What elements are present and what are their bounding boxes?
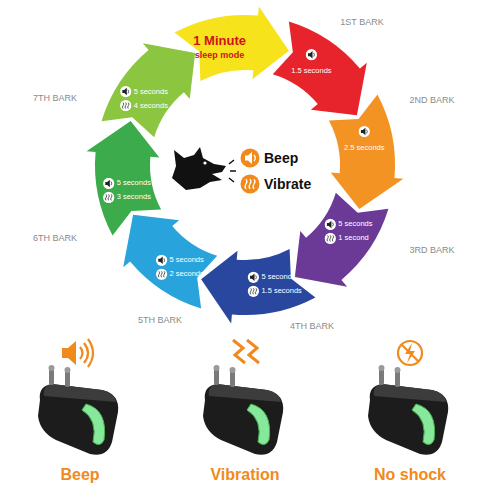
collar-vibration [203,340,283,455]
arrow-shape [87,121,162,235]
beep-icon [120,86,131,97]
vibrate-icon [325,233,336,244]
beep-icon [359,126,370,137]
bark-heading: 6TH BARK [33,234,77,243]
beep-icon [103,178,114,189]
cycle-arrow: 2ND BARK2.5 seconds [326,92,406,211]
bark-heading: 7TH BARK [33,94,77,103]
collar-no-shock [368,341,448,455]
duration-text: 5 seconds [170,257,204,265]
duration-text: 3 seconds [117,194,151,202]
dog-head-icon [172,147,236,190]
beep-icon [325,219,336,230]
cycle-arrow: 5TH BARK5 seconds2 seconds [121,212,220,311]
bark-heading: 3RD BARK [409,246,454,255]
cycle-arrow: 6TH BARK5 seconds3 seconds [84,119,164,238]
legend-text: Vibrate [264,177,311,191]
cycle-arrow: 7TH BARK5 seconds4 seconds [99,41,198,140]
arrow-outline [84,119,164,238]
sleep-mode-text: 1 Minute [193,34,246,47]
mode-label: Vibration [210,467,279,483]
beep-icon [156,255,167,266]
vibrate-icon [156,269,167,280]
legend-text: Beep [264,151,298,165]
duration-text: 1 second [338,235,368,243]
bark-heading: 4TH BARK [290,322,334,331]
duration-text: 4 seconds [134,102,168,110]
bark-heading: 5TH BARK [138,316,182,325]
arrow-shape [102,43,196,137]
arrow-outline [326,92,406,211]
duration-text: 5 seconds [338,221,372,229]
beep-icon [306,49,317,60]
cycle-arrow: 3RD BARK5 seconds1 second [292,190,391,289]
vibrate-icon [120,100,131,111]
vibrate-legend-icon [241,175,260,194]
duration-text: 5 seconds [117,180,151,188]
mode-label: No shock [374,467,446,483]
arrow-shape [295,193,389,287]
mode-label: Beep [60,467,99,483]
duration-text: 2.5 seconds [344,144,384,152]
cycle-arrow: 4TH BARK5 seconds1.5 seconds [199,246,318,326]
arrow-shape [329,95,404,209]
vibrate-icon [103,192,114,203]
duration-text: 2 seconds [170,271,204,279]
duration-text: 1.5 seconds [261,288,301,296]
arrow-shape [201,249,315,324]
duration-text: 5 seconds [134,88,168,96]
bark-heading: 1ST BARK [340,18,383,27]
arrow-shape [123,215,217,309]
arrow-shape [273,22,367,116]
collar-beep [38,339,118,455]
arrow-outline [199,246,318,326]
duration-text: 5 seconds [261,274,295,282]
duration-text: 1.5 seconds [291,67,331,75]
sleep-mode-text: sleep mode [195,51,245,60]
cycle-arrow: 1ST BARK1.5 seconds [270,19,369,118]
bark-heading: 2ND BARK [409,96,454,105]
beep-icon [248,272,259,283]
vibrate-icon [248,286,259,297]
beep-legend-icon [241,149,260,168]
